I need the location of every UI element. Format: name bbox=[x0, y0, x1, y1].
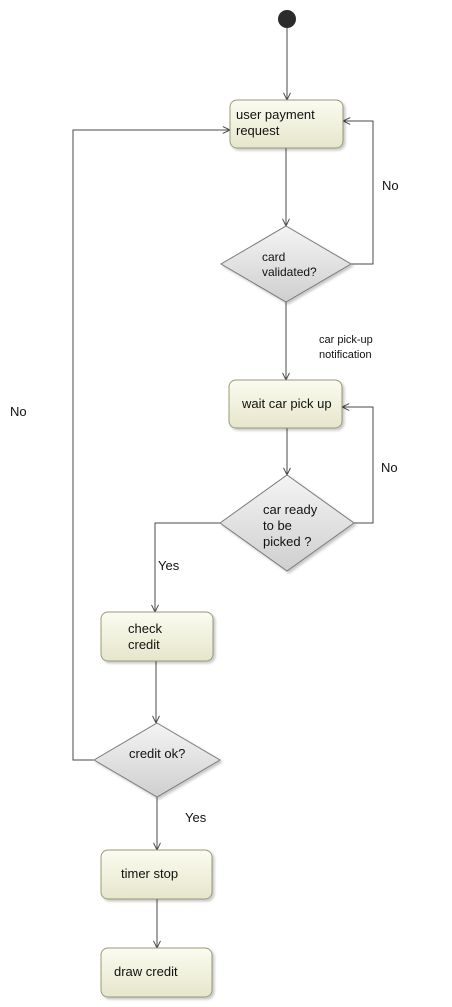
node-wait-car-pick-up: wait car pick up bbox=[228, 379, 343, 429]
node-label-line: card bbox=[262, 250, 285, 264]
edge-label-line: Yes bbox=[185, 810, 207, 825]
edge-line bbox=[342, 406, 374, 524]
action-box bbox=[100, 611, 214, 662]
node-draw-credit: draw credit bbox=[100, 947, 213, 998]
edge-card-yes bbox=[282, 302, 290, 382]
edge-label-ready-yes: Yes bbox=[158, 558, 180, 573]
node-label-line: credit ok? bbox=[129, 746, 185, 761]
edge-label-line: Yes bbox=[158, 558, 180, 573]
edge-line bbox=[72, 129, 230, 761]
edge-line bbox=[154, 522, 220, 612]
edge-wait-to-ready bbox=[283, 428, 291, 477]
edge-label-card-no: No bbox=[382, 178, 399, 193]
node-label-line: draw credit bbox=[114, 964, 178, 979]
node-label-line: credit bbox=[128, 637, 160, 652]
edge-label-line: No bbox=[10, 404, 27, 419]
node-label: credit ok? bbox=[129, 746, 185, 761]
edge-label-ready-no: No bbox=[381, 460, 398, 475]
node-label: draw credit bbox=[114, 964, 178, 979]
initial-node-marker bbox=[278, 10, 296, 28]
node-label: wait car pick up bbox=[241, 396, 332, 411]
node-label-line: car ready bbox=[263, 502, 318, 517]
node-start bbox=[278, 10, 296, 28]
edge-label-line: car pick-up bbox=[319, 334, 373, 346]
node-label-line: check bbox=[128, 621, 162, 636]
action-box bbox=[229, 99, 344, 149]
node-label-line: user payment bbox=[236, 107, 315, 122]
edge-label-ok-yes: Yes bbox=[185, 810, 207, 825]
decision-diamond bbox=[219, 474, 355, 572]
edge-start-to-request bbox=[283, 28, 291, 102]
arrowhead bbox=[152, 715, 160, 725]
edge-ok-yes bbox=[153, 797, 161, 852]
node-label-line: validated? bbox=[262, 265, 317, 279]
node-label-line: to be bbox=[263, 518, 292, 533]
node-label-line: picked ? bbox=[263, 534, 311, 549]
edge-label-line: No bbox=[382, 178, 399, 193]
edges-layer bbox=[72, 28, 374, 950]
edge-label-card-yes: car pick-up notification bbox=[319, 334, 373, 361]
node-label-line: wait car pick up bbox=[241, 396, 332, 411]
edge-timer-to-draw bbox=[153, 899, 161, 950]
edge-label-line: notification bbox=[319, 349, 372, 361]
edge-ready-no bbox=[340, 403, 374, 524]
edge-card-no bbox=[341, 117, 374, 265]
decision-diamond bbox=[93, 722, 221, 798]
action-box bbox=[100, 849, 213, 900]
node-timer-stop: timer stop bbox=[100, 849, 213, 900]
action-box bbox=[228, 379, 343, 429]
node-label-line: request bbox=[236, 123, 280, 138]
edge-line bbox=[343, 120, 374, 265]
edge-request-to-card bbox=[282, 148, 290, 228]
node-credit-ok: credit ok? bbox=[93, 722, 221, 798]
node-label-line: timer stop bbox=[121, 866, 178, 881]
node-label: timer stop bbox=[121, 866, 178, 881]
edge-label-line: No bbox=[381, 460, 398, 475]
edge-ok-no bbox=[72, 126, 232, 761]
action-box bbox=[100, 947, 213, 998]
decision-diamond bbox=[220, 225, 352, 303]
edge-label-ok-no: No bbox=[10, 404, 27, 419]
edge-check-to-ok bbox=[152, 661, 160, 725]
